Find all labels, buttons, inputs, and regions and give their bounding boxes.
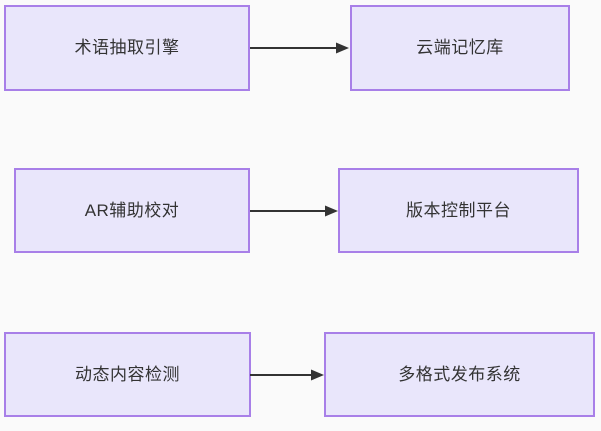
- node-label: AR辅助校对: [84, 200, 180, 220]
- node-cloud-memory-bank[interactable]: 云端记忆库: [350, 5, 570, 91]
- flow-row-1: 术语抽取引擎 云端记忆库: [0, 0, 601, 100]
- node-multiformat-publishing-system[interactable]: 多格式发布系统: [324, 332, 595, 417]
- node-label: 版本控制平台: [406, 200, 511, 220]
- node-dynamic-content-detection[interactable]: 动态内容检测: [4, 332, 251, 417]
- node-version-control-platform[interactable]: 版本控制平台: [338, 168, 579, 253]
- edge-arrow-1: [250, 41, 350, 55]
- flow-row-2: AR辅助校对 版本控制平台: [0, 160, 601, 260]
- edge-arrow-3: [250, 368, 325, 382]
- arrow-right-icon: [250, 42, 349, 54]
- arrow-right-icon: [250, 369, 324, 381]
- node-label: 动态内容检测: [75, 364, 180, 384]
- node-label: 云端记忆库: [416, 38, 504, 58]
- flow-row-3: 动态内容检测 多格式发布系统: [0, 324, 601, 431]
- node-label: 多格式发布系统: [398, 364, 521, 384]
- node-label: 术语抽取引擎: [74, 38, 180, 58]
- edge-arrow-2: [250, 204, 339, 218]
- arrow-right-icon: [250, 205, 338, 217]
- node-term-extraction-engine[interactable]: 术语抽取引擎: [4, 5, 250, 91]
- node-ar-assisted-proofreading[interactable]: AR辅助校对: [14, 168, 250, 253]
